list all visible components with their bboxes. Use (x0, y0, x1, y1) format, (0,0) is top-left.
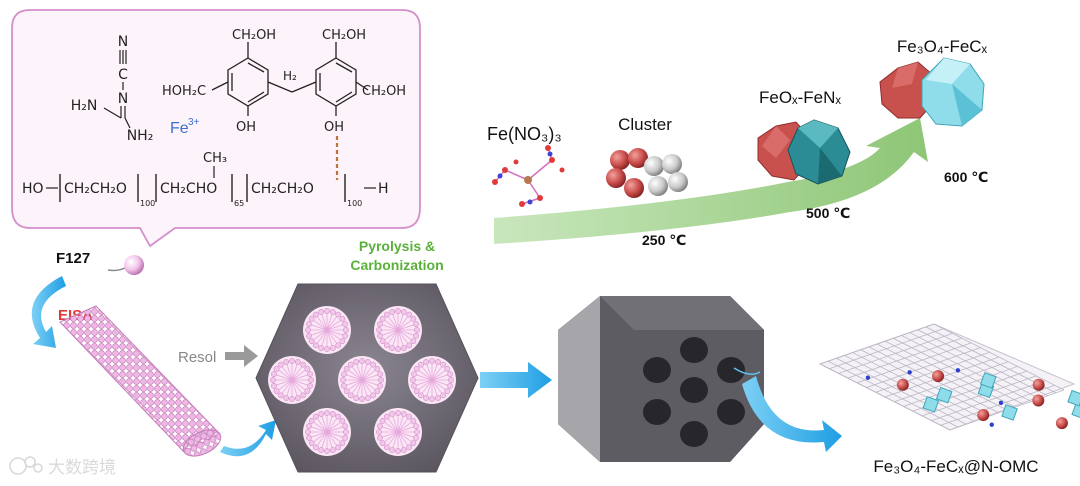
formula-ch3: CH₃ (203, 151, 227, 166)
temp-250-label: 250 ℃ (642, 232, 686, 248)
temperature-arrow (494, 118, 928, 244)
cyano-n-label: N (118, 34, 128, 50)
formula-seg1: CH₂CH₂O (64, 181, 127, 197)
product-label: Fe₃O₄-FeCₓ@N-OMC (873, 457, 1038, 476)
formula-h: H (378, 181, 389, 197)
carbon-lattice-icon (818, 323, 1080, 431)
formula-seg3: CH₂CH₂O (251, 181, 314, 197)
curve-arrow-icon (220, 420, 276, 457)
fe3o4-fecx-top-label: Fe₃O₄-FeCₓ (897, 37, 988, 56)
molecule-callout (11, 9, 421, 248)
resol-oh-right: OH (324, 120, 344, 135)
f127-group: F127 (56, 250, 144, 275)
temperature-labels: 250 ℃ 500 ℃ 600 ℃ (642, 169, 988, 248)
pyrolysis-label: Pyrolysis & (359, 238, 435, 254)
amine-nh2-label: NH₂ (127, 128, 154, 144)
resol-ch2oh-left: CH₂OH (232, 28, 276, 43)
resol-hoh2c: HOH₂C (162, 84, 206, 99)
watermark-text: 大数跨境 (48, 458, 116, 477)
imine-n-label: N (118, 91, 128, 107)
cluster-label: Cluster (618, 115, 672, 134)
resol-step: Resol (178, 345, 258, 367)
cylinder-micelle-icon (59, 305, 222, 457)
resol-ch2oh-side: CH₂OH (362, 84, 406, 99)
eisa-arrow-icon (31, 276, 66, 348)
temp-500-label: 500 ℃ (806, 205, 850, 221)
micelle-pores (268, 306, 456, 456)
brand-logo-icon (9, 456, 43, 475)
formula-ho: HO (22, 181, 44, 197)
carbon-pores (643, 337, 745, 447)
formula-sub-65: 65 (234, 199, 244, 208)
dicyandiamide-structure: N C N H₂N NH₂ (71, 34, 154, 144)
carbon-prism-icon (558, 296, 764, 462)
resol-label: Resol (178, 349, 216, 366)
cyano-c-label: C (118, 67, 128, 83)
blue-arrow-icon (480, 362, 552, 398)
resol-structure (211, 42, 369, 116)
amine-h2n-label: H₂N (71, 98, 98, 114)
lollipop-micelle-icon (124, 255, 144, 275)
feox-fenx-group: FeOₓ-FeNₓ (757, 88, 851, 185)
feox-fenx-label: FeOₓ-FeNₓ (759, 88, 841, 107)
curve-arrow-icon-2 (742, 376, 842, 452)
formula-sub-100b: 100 (347, 199, 362, 208)
resol-ch2oh-right: CH₂OH (322, 28, 366, 43)
resol-oh-left: OH (236, 120, 256, 135)
resol-bridge: H₂ (283, 69, 297, 83)
carbonization-label: Carbonization (350, 257, 443, 273)
iron-ion-label: Fe 3+ (170, 117, 200, 137)
temp-600-label: 600 ℃ (944, 169, 988, 185)
iron-nitrate-label: Fe(NO₃)₃ (487, 124, 562, 144)
iron-ion-charge: 3+ (188, 117, 200, 128)
lattice-nodes (865, 368, 1080, 430)
pyrolysis-label-group: Pyrolysis & Carbonization (350, 238, 443, 273)
cluster-group: Cluster (606, 115, 688, 198)
f127-label: F127 (56, 250, 90, 267)
iron-nitrate-molecule: Fe(NO₃)₃ (487, 124, 565, 207)
fe3o4-fecx-group: Fe₃O₄-FeCₓ (879, 37, 988, 127)
formula-sub-100a: 100 (140, 199, 155, 208)
resol-labels: CH₂OH CH₂OH HOH₂C CH₂OH H₂ OH OH (162, 28, 406, 135)
watermark: 大数跨境 (9, 456, 116, 477)
f127-formula: CH₃ HO CH₂CH₂O 100 CH₂CHO 65 CH₂CH₂O 100… (22, 151, 389, 208)
gray-arrow-icon (225, 345, 258, 367)
mesoporous-hexagon-icon (255, 283, 479, 473)
formula-seg2: CH₂CHO (160, 181, 217, 197)
iron-ion-symbol: Fe (170, 120, 189, 137)
